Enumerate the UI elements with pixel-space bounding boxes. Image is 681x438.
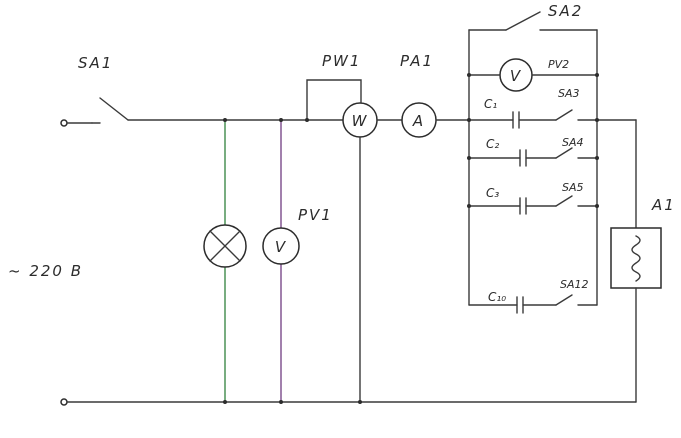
voltmeter-pv1: V	[262, 227, 300, 265]
switch-icon	[555, 109, 573, 121]
node-wattmeter-loop	[305, 118, 309, 122]
pv1-symbol: V	[275, 238, 287, 256]
a1-label: A1	[651, 196, 676, 214]
voltmeter-icon	[262, 227, 300, 265]
supply-label: ~ 220 B	[8, 262, 83, 280]
pv2-symbol: V	[510, 67, 522, 85]
wattmeter-pw1: W	[342, 102, 378, 138]
node-bank-left-c1	[467, 118, 471, 122]
load-a1-box	[610, 227, 662, 289]
c10-label: C₁₀	[488, 290, 506, 304]
pv1-label: PV1	[298, 206, 333, 224]
supply-terminal-bottom	[60, 398, 68, 406]
capacitor-row-c3	[468, 195, 598, 215]
switch-sa1	[91, 97, 129, 124]
sa4-label: SA4	[562, 136, 584, 149]
sa1-label: SA1	[78, 54, 113, 72]
switch-icon	[555, 147, 573, 159]
pw1-symbol: W	[352, 112, 369, 130]
supply-terminal-top	[60, 119, 68, 127]
node-lamp-bottom	[223, 400, 227, 404]
capacitor-row-c2	[468, 147, 598, 167]
node-bank-left-c3	[467, 204, 471, 208]
node-bank-right-pv2	[595, 73, 599, 77]
voltmeter-pv2: V	[499, 58, 533, 92]
switch-icon	[99, 97, 129, 121]
node-wattmeter-bottom	[358, 400, 362, 404]
pa1-label: PA1	[400, 52, 434, 70]
node-pv1-bottom	[279, 400, 283, 404]
c3-label: C₃	[486, 186, 499, 200]
node-bank-right-c3	[595, 204, 599, 208]
pv2-label: PV2	[548, 58, 569, 71]
sa2-label: SA2	[548, 2, 583, 20]
pw1-label: PW1	[322, 52, 361, 70]
node-bank-left-c2	[467, 156, 471, 160]
sa12-label: SA12	[560, 278, 589, 291]
c2-label: C₂	[486, 137, 499, 151]
node-pv1-top	[279, 118, 283, 122]
c1-label: C₁	[484, 97, 497, 111]
ammeter-pa1: A	[401, 102, 437, 138]
inductor-coil-icon	[631, 235, 641, 282]
capacitor-row-c1	[468, 109, 637, 129]
sa3-label: SA3	[558, 87, 580, 100]
node-bank-right-c1	[595, 118, 599, 122]
switch-icon	[555, 195, 573, 207]
node-lamp-top	[223, 118, 227, 122]
wattmeter-voltage-coil-wire	[306, 79, 362, 121]
sa5-label: SA5	[562, 181, 584, 194]
lamp	[203, 224, 247, 268]
capacitor-row-c10	[468, 294, 598, 314]
switch-icon	[555, 294, 573, 306]
pa1-symbol: A	[412, 112, 425, 130]
node-bank-left-pv2	[467, 73, 471, 77]
switch-sa2-blade	[505, 11, 541, 31]
node-bank-right-c2	[595, 156, 599, 160]
